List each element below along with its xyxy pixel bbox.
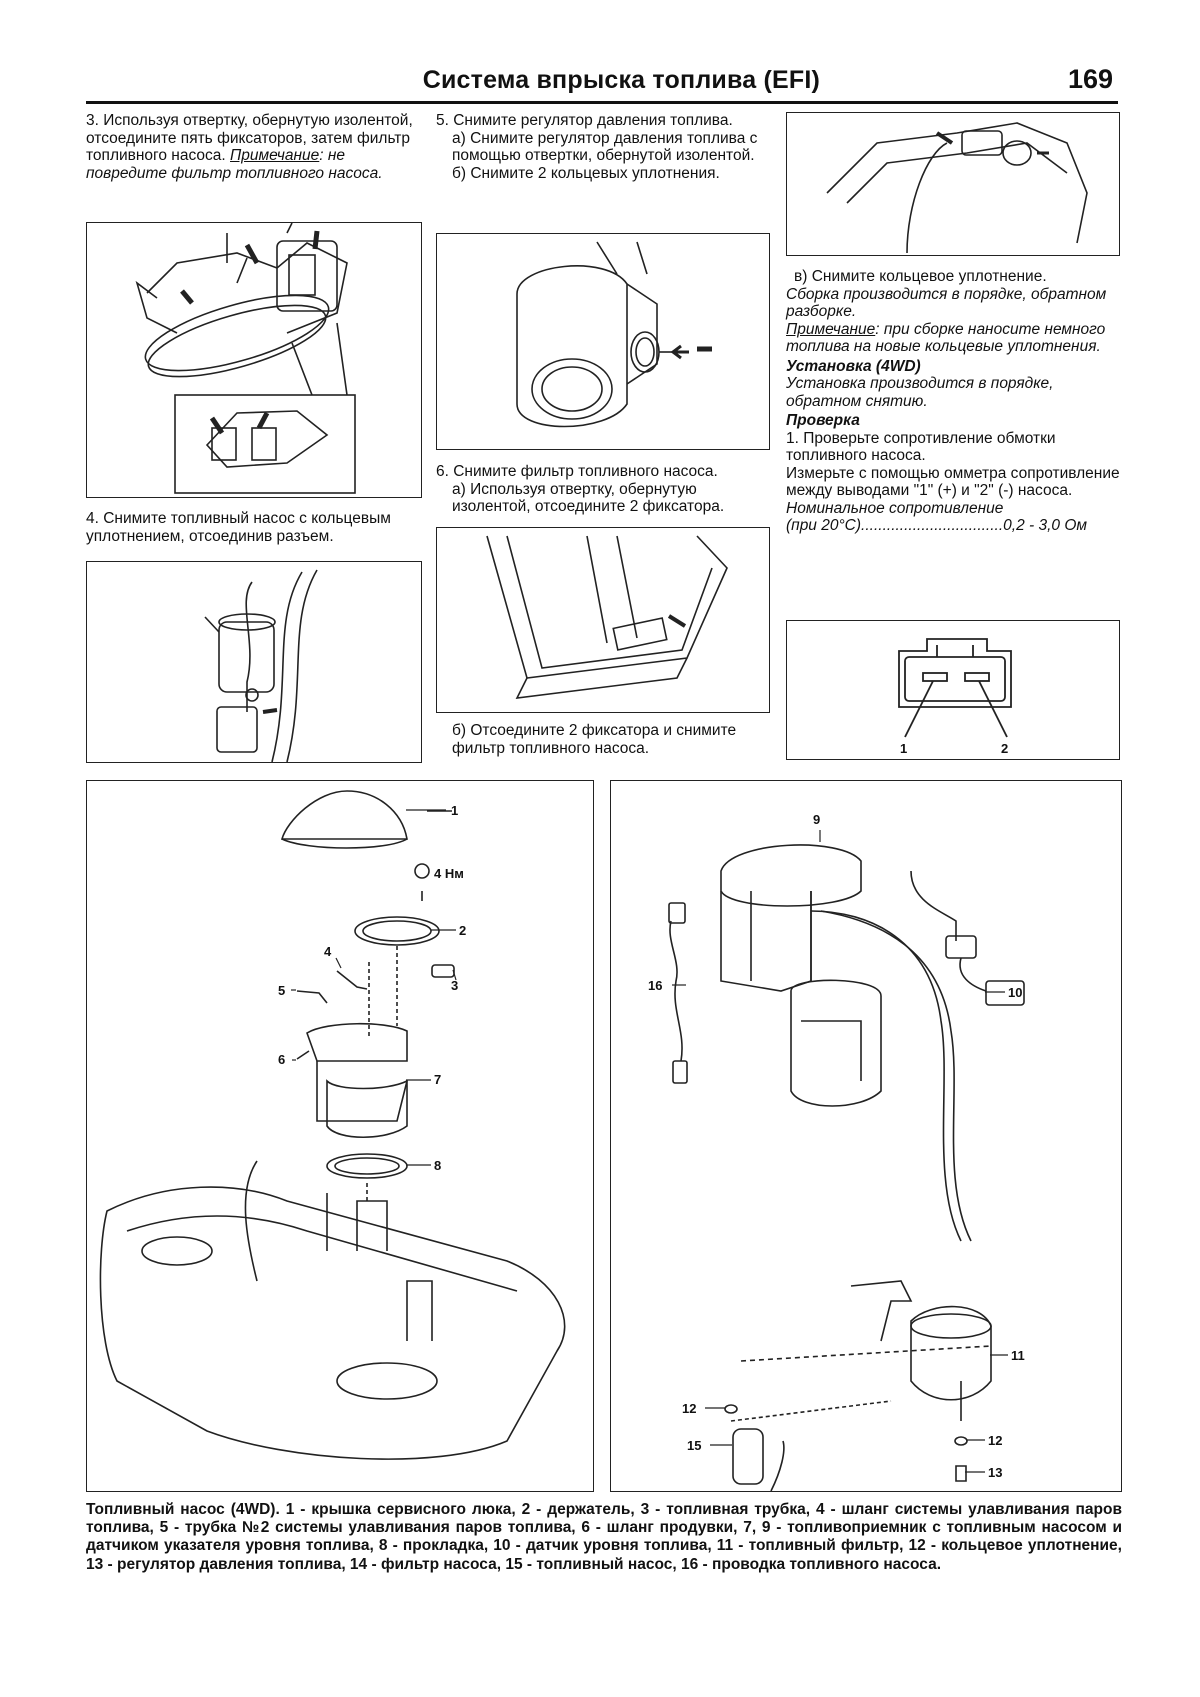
nominal-dots: ................................. [861, 517, 1004, 534]
callout-11: 11 [1011, 1348, 1025, 1363]
callout-5: 5 [278, 983, 285, 998]
terminal-1-label: 1 [900, 741, 907, 756]
callout-1: 1 [451, 803, 458, 818]
callout-13: 13 [988, 1465, 1002, 1480]
figure-pump-filter-clips [436, 527, 770, 713]
header-rule [86, 101, 1118, 104]
figure-caption: Топливный насос (4WD). 1 - крышка сервис… [86, 1501, 1122, 1573]
step-6b: б) Отсоедините 2 фиксатора и снимите фил… [452, 722, 737, 757]
callout-2: 2 [459, 923, 466, 938]
note-label: Примечание [230, 147, 320, 164]
check-heading: Проверка [786, 412, 860, 429]
nominal-cond: (при 20°С) [786, 517, 862, 534]
figure-pump-removal [86, 561, 422, 763]
step-5-block: 5. Снимите регулятор давления топлива. а… [436, 112, 768, 182]
callout-3: 3 [451, 978, 458, 993]
figure-o-ring [786, 112, 1120, 256]
callout-12-right: 12 [988, 1433, 1002, 1448]
figure-connector-terminals: 1 2 [786, 620, 1120, 760]
install-heading: Установка (4WD) [786, 357, 921, 375]
step-5: 5. Снимите регулятор давления топлива. [436, 112, 733, 129]
callout-15: 15 [687, 1438, 701, 1453]
diagram-pump-components [610, 780, 1122, 1492]
nominal-value: 0,2 - 3,0 Ом [1003, 517, 1088, 534]
diagram-exploded-tank [86, 780, 594, 1492]
callout-7: 7 [434, 1072, 441, 1087]
step-6a: а) Используя отвертку, обернутую изолент… [452, 480, 725, 516]
nominal-row: (при 20°С)..............................… [786, 517, 1120, 535]
page-number: 169 [1068, 64, 1114, 94]
step-5a: а) Снимите регулятор давления топлива с … [452, 129, 758, 165]
page-title: Система впрыска топлива (EFI) [422, 66, 820, 94]
note-text: : при сборке наносите немного топлива на… [786, 320, 1106, 356]
note-3-text: : не повредите фильтр топливного насоса. [86, 147, 383, 182]
step-6-block: 6. Снимите фильтр топливного насоса. а) … [436, 463, 768, 516]
col3-text: в) Снимите кольцевое уплотнение. Сборка … [786, 268, 1120, 535]
callout-torque: 4 Нм [434, 866, 464, 881]
callout-8: 8 [434, 1158, 441, 1173]
callout-10: 10 [1008, 985, 1022, 1000]
step-3-text: 3. Используя отвертку, обернутую изолент… [86, 112, 413, 164]
step-6: 6. Снимите фильтр топливного насоса. [436, 463, 718, 480]
callout-6: 6 [278, 1052, 285, 1067]
check-step-1: 1. Проверьте сопротивление обмотки топли… [786, 429, 1056, 465]
callout-9: 9 [813, 812, 820, 827]
left-callouts: 1 4 Нм 2 4 3 5 6 7 8 [278, 803, 466, 1173]
callout-4: 4 [324, 944, 332, 959]
callout-16: 16 [648, 978, 662, 993]
step-4: 4. Снимите топливный насос с кольцевым у… [86, 510, 391, 545]
callout-12-left: 12 [682, 1401, 696, 1416]
install-text: Установка производится в порядке, обратн… [786, 375, 1054, 410]
figure-pressure-regulator [436, 233, 770, 450]
right-callouts: 9 10 16 11 12 15 14 12 13 [648, 812, 1025, 1480]
note-label-2: Примечание [786, 320, 876, 338]
check-step-1-detail: Измерьте с помощью омметра сопротивление… [786, 464, 1120, 500]
figure-filter-clips [86, 222, 422, 498]
assembly-text: Сборка производится в порядке, обратном … [786, 285, 1107, 321]
nominal-label: Номинальное сопротивление [786, 499, 1004, 517]
step-v: в) Снимите кольцевое уплотнение. [794, 268, 1047, 285]
terminal-2-label: 2 [1001, 741, 1008, 756]
step-3: 3. Используя отвертку, обернутую изолент… [86, 112, 420, 182]
step-5b: б) Снимите 2 кольцевых уплотнения. [452, 164, 720, 182]
